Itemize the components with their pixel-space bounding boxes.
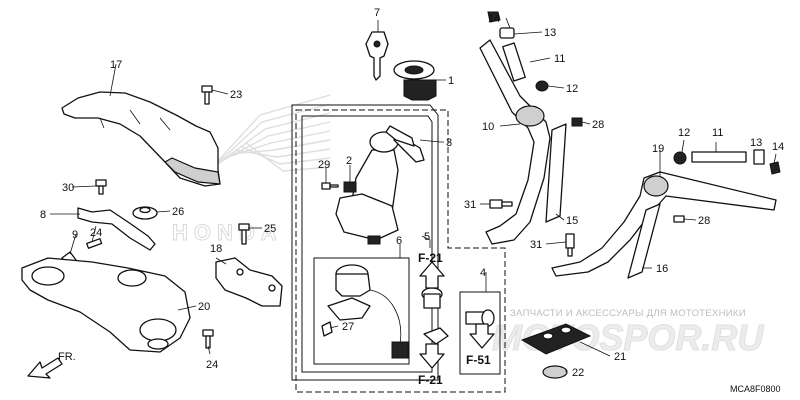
callout-14-right: 14 — [772, 141, 784, 153]
part-14-clip-left[interactable] — [487, 11, 501, 23]
callout-31-lower: 31 — [530, 239, 542, 251]
callout-19: 19 — [652, 143, 664, 155]
front-direction-arrow: FR. — [27, 351, 76, 379]
callout-4: 4 — [480, 267, 486, 279]
honda-wing-watermark: HONDA — [172, 94, 331, 246]
part-12-end-left[interactable] — [535, 80, 549, 92]
callout-5: 5 — [424, 231, 430, 243]
callout-31-upper: 31 — [464, 199, 476, 211]
callout-29: 29 — [318, 159, 330, 171]
part-24-bolt-lower[interactable] — [202, 329, 214, 349]
leader-lines — [50, 17, 777, 372]
part-31-bolt-upper[interactable] — [489, 199, 513, 209]
part-20-top-bridge[interactable] — [21, 257, 191, 353]
group-frame-dashed — [295, 109, 506, 393]
callout-6: 6 — [396, 235, 402, 247]
callout-12-left: 12 — [566, 83, 578, 95]
part-17-top-cover[interactable] — [61, 91, 221, 187]
part-16-bracket-right[interactable] — [627, 203, 661, 279]
part-24-bolt-upper[interactable] — [86, 238, 103, 249]
diagram-code: MCA8F0800 — [730, 384, 781, 394]
callout-7: 7 — [374, 7, 380, 19]
callout-30: 30 — [62, 182, 74, 194]
fig-ref-f21-top[interactable]: F-21 — [418, 251, 445, 289]
callout-22: 22 — [572, 367, 584, 379]
part-11-weight-right[interactable] — [691, 151, 747, 163]
fig-ref-f21-bottom-label: F-21 — [418, 373, 443, 387]
part-12-end-right[interactable] — [673, 151, 687, 165]
part-4-seat-lock[interactable] — [421, 287, 495, 345]
callout-28-right: 28 — [698, 215, 710, 227]
group-frame-inner — [301, 115, 433, 373]
part-18-bracket[interactable] — [215, 257, 283, 307]
part-8-bracket[interactable] — [77, 207, 156, 251]
callout-11-left: 11 — [554, 53, 565, 65]
part-15-bracket-left[interactable] — [545, 123, 567, 223]
callout-24-upper: 24 — [90, 227, 102, 239]
part-13-collar-right[interactable] — [753, 149, 765, 165]
part-7-key[interactable] — [365, 31, 389, 81]
callout-15: 15 — [566, 215, 578, 227]
callout-2: 2 — [346, 155, 352, 167]
part-29-screw[interactable] — [321, 182, 339, 190]
callout-1: 1 — [448, 75, 454, 87]
callout-28-left: 28 — [592, 119, 604, 131]
fig-ref-f51[interactable]: F-51 — [466, 323, 495, 367]
callout-10: 10 — [482, 121, 494, 133]
callout-16: 16 — [656, 263, 668, 275]
part-19-handlebar-right[interactable] — [551, 171, 777, 277]
fig-ref-f21-bottom[interactable]: F-21 — [418, 343, 445, 387]
callout-13-right: 13 — [750, 137, 762, 149]
part-21-key-fob[interactable] — [520, 323, 592, 355]
callout-24-lower: 24 — [206, 359, 218, 371]
part-11-weight-left[interactable] — [502, 42, 526, 82]
callout-25: 25 — [264, 223, 276, 235]
part-28-screw-right[interactable] — [673, 215, 685, 223]
part-31-bolt-lower[interactable] — [565, 233, 575, 257]
lock-set-frame — [313, 257, 410, 365]
callout-20: 20 — [198, 301, 210, 313]
callout-26: 26 — [172, 206, 184, 218]
callout-18: 18 — [210, 243, 222, 255]
part-26-nut[interactable] — [132, 206, 158, 220]
honda-brand-watermark: HONDA — [172, 220, 283, 245]
part-2-plug[interactable] — [343, 181, 357, 193]
part-25-bolt[interactable] — [238, 223, 250, 245]
callout-13-left: 13 — [544, 27, 556, 39]
front-direction-label: FR. — [58, 351, 76, 363]
callout-14-left: 14 — [488, 13, 500, 25]
callout-9: 9 — [72, 229, 78, 241]
part-28-screw-left[interactable] — [571, 117, 583, 127]
fig-ref-f51-label: F-51 — [466, 353, 491, 367]
part-22-battery[interactable] — [542, 365, 568, 379]
part-1-cap[interactable] — [393, 60, 437, 101]
part-23-bolt[interactable] — [201, 85, 213, 105]
group-frame-outer — [291, 104, 439, 381]
shop-caption-watermark: ЗАПЧАСТИ И АКСЕССУАРЫ ДЛЯ МОТОТЕХНИКИ — [510, 308, 746, 319]
part-30-bolt[interactable] — [95, 179, 107, 195]
callout-3: 3 — [446, 137, 452, 149]
part-10-handlebar-left[interactable] — [479, 39, 551, 245]
callout-17: 17 — [110, 59, 122, 71]
part-14-clip-right[interactable] — [769, 161, 781, 175]
callout-8: 8 — [40, 209, 46, 221]
part-6-lock-set[interactable] — [321, 264, 409, 359]
seat-lock-frame — [459, 291, 501, 375]
callout-23: 23 — [230, 89, 242, 101]
callout-27: 27 — [342, 321, 354, 333]
fig-ref-f21-top-label: F-21 — [418, 251, 443, 265]
callout-21: 21 — [614, 351, 626, 363]
part-13-collar-left[interactable] — [499, 27, 515, 39]
part-3-ignition-switch[interactable] — [335, 125, 425, 245]
callout-12-right: 12 — [678, 127, 690, 139]
callout-11-right: 11 — [712, 127, 723, 139]
callout-numbers: 7 1 3 2 29 17 23 30 26 8 9 24 20 18 25 2… — [40, 7, 784, 379]
